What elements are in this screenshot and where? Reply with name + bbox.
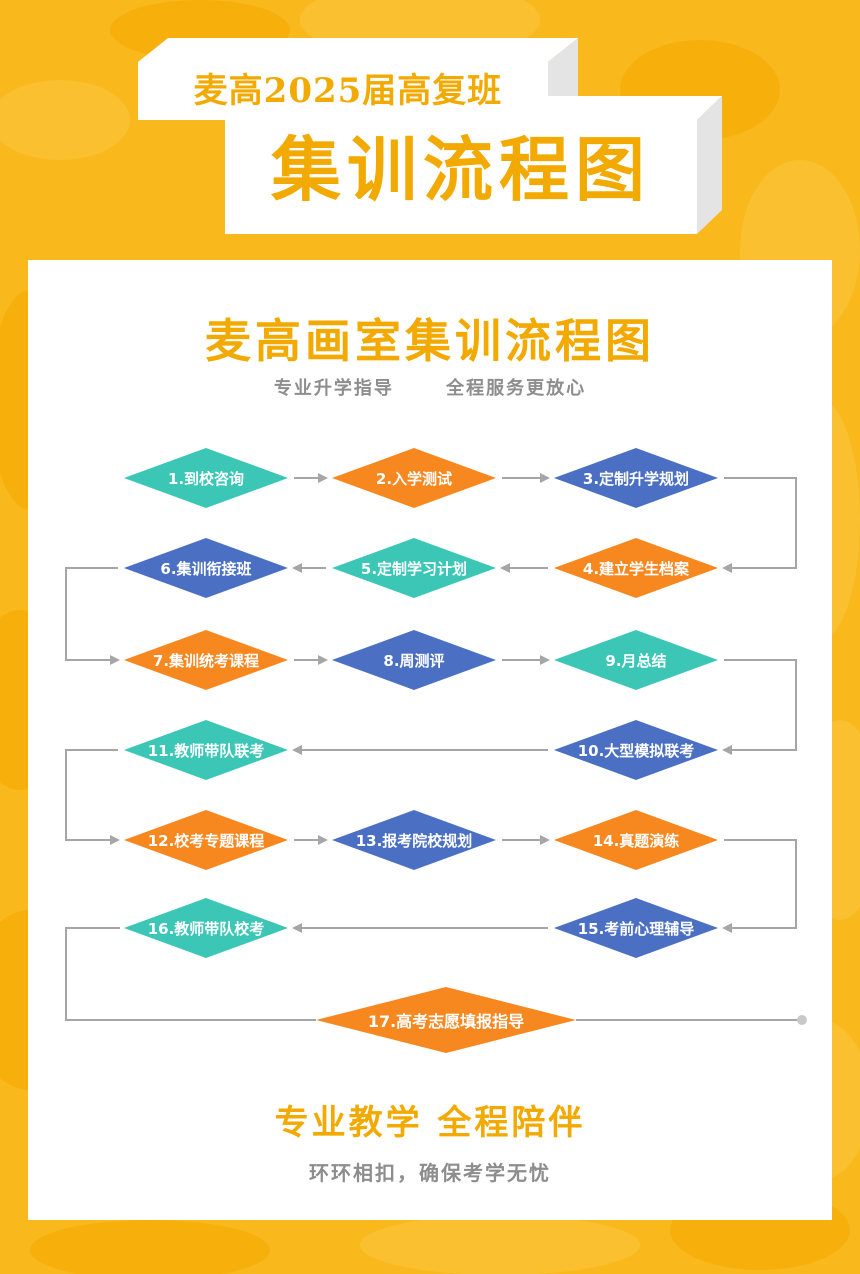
flow-step-9: 9.月总结 xyxy=(554,630,718,690)
connector-elbow xyxy=(722,839,797,933)
flow-step-11: 11.教师带队联考 xyxy=(124,720,288,780)
flow-step-13: 13.报考院校规划 xyxy=(332,810,496,870)
flow-step-15: 15.考前心理辅导 xyxy=(554,898,718,958)
connector-elbow xyxy=(65,927,316,1021)
footer-subtitle: 环环相扣，确保考学无忧 xyxy=(309,1161,551,1185)
subtitle-item-1: 专业升学指导 xyxy=(273,378,394,399)
flow-step-1: 1.到校咨询 xyxy=(124,448,288,508)
header-title-line2: 集训流程图 xyxy=(271,129,651,211)
flow-step-label: 4.建立学生档案 xyxy=(582,559,690,578)
flow-step-label: 6.集训衔接班 xyxy=(160,559,252,578)
flow-step-label: 10.大型模拟联考 xyxy=(577,741,695,760)
connector-elbow xyxy=(65,567,120,665)
flow-step-4: 4.建立学生档案 xyxy=(554,538,718,598)
flow-step-2: 2.入学测试 xyxy=(332,448,496,508)
footer-title: 专业教学 全程陪伴 xyxy=(274,1103,586,1143)
header-title-line1: 麦高2025届高复班 xyxy=(193,71,503,111)
connector-elbow xyxy=(722,477,797,573)
flow-step-label: 12.校考专题课程 xyxy=(147,831,265,850)
flow-step-label: 16.教师带队校考 xyxy=(147,919,265,938)
subtitle-item-2: 全程服务更放心 xyxy=(446,378,587,399)
flow-step-5: 5.定制学习计划 xyxy=(332,538,496,598)
connector-end-dot xyxy=(797,1015,807,1025)
card-subtitle: 专业升学指导 全程服务更放心 xyxy=(28,374,832,404)
flow-step-label: 9.月总结 xyxy=(605,651,667,670)
card-title: 麦高画室集训流程图 xyxy=(205,314,655,368)
flowchart-card: 麦高画室集训流程图 专业升学指导 全程服务更放心 1.到校咨询 2.入学测试 3.定… xyxy=(28,260,832,1220)
connector-elbow xyxy=(722,659,797,755)
flow-step-16: 16.教师带队校考 xyxy=(124,898,288,958)
flow-step-label: 2.入学测试 xyxy=(375,469,453,488)
flow-step-6: 6.集训衔接班 xyxy=(124,538,288,598)
flow-step-14: 14.真题演练 xyxy=(554,810,718,870)
header-banner: 麦高2025届高复班 集训流程图 xyxy=(0,0,860,260)
flow-step-7: 7.集训统考课程 xyxy=(124,630,288,690)
flow-step-17: 17.高考志愿填报指导 xyxy=(316,987,576,1053)
flow-step-label: 3.定制升学规划 xyxy=(582,469,690,488)
header-3d-box xyxy=(138,38,722,234)
flow-step-label: 7.集训统考课程 xyxy=(152,651,260,670)
flow-step-label: 11.教师带队联考 xyxy=(147,741,265,760)
flow-step-12: 12.校考专题课程 xyxy=(124,810,288,870)
connector-elbow xyxy=(65,749,120,845)
flow-step-label: 8.周测评 xyxy=(383,651,445,670)
flow-step-10: 10.大型模拟联考 xyxy=(554,720,718,780)
flow-step-label: 17.高考志愿填报指导 xyxy=(367,1012,525,1031)
flow-connectors xyxy=(65,473,807,1025)
flow-step-label: 1.到校咨询 xyxy=(167,469,245,488)
flow-step-8: 8.周测评 xyxy=(332,630,496,690)
flow-step-label: 13.报考院校规划 xyxy=(355,831,473,850)
flow-step-label: 5.定制学习计划 xyxy=(360,559,468,578)
flow-step-3: 3.定制升学规划 xyxy=(554,448,718,508)
flow-step-label: 14.真题演练 xyxy=(592,831,680,850)
flow-step-label: 15.考前心理辅导 xyxy=(577,919,695,938)
